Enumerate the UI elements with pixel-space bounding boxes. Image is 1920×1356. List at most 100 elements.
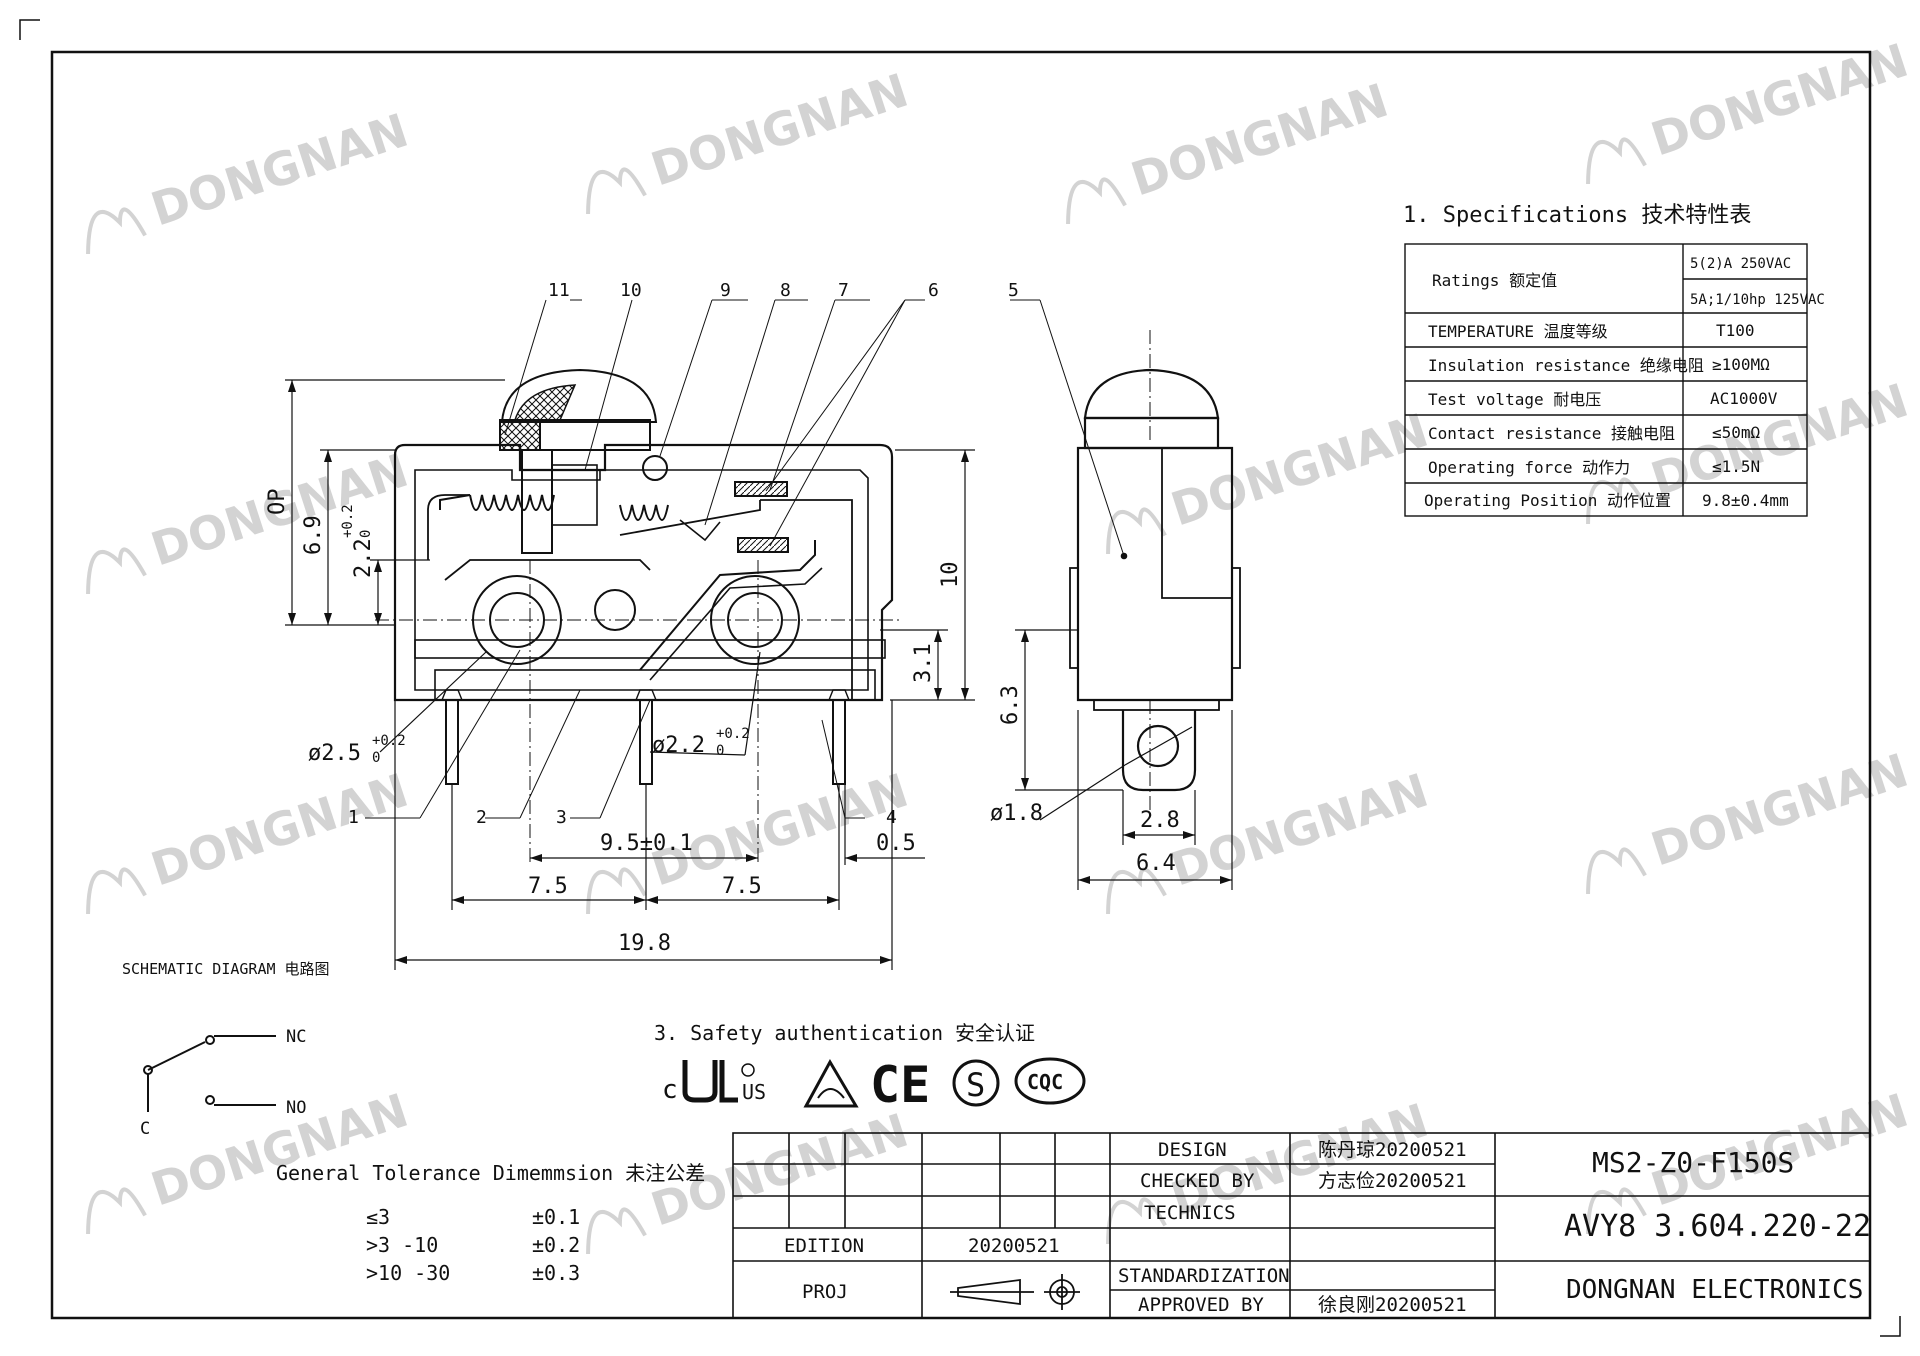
tolerance-value: ±0.3 xyxy=(532,1261,580,1285)
corner-mark-bottom-right xyxy=(1880,1316,1901,1337)
spec-row-value: 9.8±0.4mm xyxy=(1702,491,1789,510)
dim-0-5: 0.5 xyxy=(876,831,916,856)
corner-mark-top-left xyxy=(19,19,40,40)
dim-7-5-right: 7.5 xyxy=(722,874,762,899)
plunger-core xyxy=(551,464,598,526)
arrowheads xyxy=(288,380,1232,964)
spec-row-label: Contact resistance 接触电阻 xyxy=(1428,424,1675,443)
watermark-text: DONGNAN xyxy=(145,763,415,897)
schematic-no-label: NO xyxy=(286,1098,306,1118)
terminal-pin-4 xyxy=(832,699,846,785)
dim-hole-a-tol-upper: +0.2 xyxy=(372,733,406,749)
triangle-mark-icon xyxy=(803,1058,859,1108)
dimension-lines xyxy=(285,379,1233,970)
design-label: DESIGN xyxy=(1158,1139,1227,1161)
diagonal-lever xyxy=(639,540,816,671)
dim-6-4: 6.4 xyxy=(1136,851,1176,876)
terminal-pin-1 xyxy=(445,699,459,785)
dim-2-8: 2.8 xyxy=(1140,808,1180,833)
watermark-text: DONGNAN xyxy=(1125,73,1395,207)
callout-6: 6 xyxy=(928,280,939,301)
cqc-mark-icon: CQC xyxy=(1014,1057,1086,1105)
callout-numbers: 11 10 9 8 7 6 5 1 2 3 4 xyxy=(348,280,1019,828)
mounting-hole-right-inner xyxy=(727,592,783,648)
spec-heading: 1. Specifications 技术特性表 xyxy=(1403,203,1751,228)
s-mark-text: S xyxy=(966,1066,985,1104)
spec-row-value: ≤50mΩ xyxy=(1712,423,1761,442)
drawing-number: AVY8 3.604.220-22 xyxy=(1564,1209,1871,1244)
callout-9: 9 xyxy=(720,280,731,301)
design-value: 陈丹琼20200521 xyxy=(1318,1139,1467,1161)
lower-contact-hatch xyxy=(737,537,789,553)
dim-9-5: 9.5±0.1 xyxy=(600,831,693,856)
watermark-text: DONGNAN xyxy=(145,103,415,237)
spec-row-label: TEMPERATURE 温度等级 xyxy=(1428,322,1608,341)
title-block-text: DESIGN 陈丹琼20200521 CHECKED BY 方志俭2020052… xyxy=(784,1139,1871,1316)
proj-label: PROJ xyxy=(802,1281,848,1303)
schematic-diagram xyxy=(143,1035,276,1112)
side-right-rib xyxy=(1231,567,1241,669)
callout-7: 7 xyxy=(838,280,849,301)
checked-label: CHECKED BY xyxy=(1140,1170,1255,1192)
watermark-logo-icon: DONGNAN xyxy=(1106,763,1434,914)
callout-1: 1 xyxy=(348,807,359,828)
dim-hole-b-tol-upper: +0.2 xyxy=(716,726,750,742)
callout-4: 4 xyxy=(886,807,897,828)
side-base-strip xyxy=(1093,699,1220,711)
edition-value: 20200521 xyxy=(968,1235,1060,1257)
terminal-pin-4-bevel xyxy=(828,689,850,701)
callout-11: 11 xyxy=(548,280,570,301)
side-terminal-hole xyxy=(1136,724,1180,768)
watermark-text: DONGNAN xyxy=(645,63,915,197)
watermark-logo-icon: DONGNAN xyxy=(1066,73,1395,224)
watermark-logo-icon: DONGNAN xyxy=(1586,743,1915,894)
roller-pin xyxy=(642,455,668,481)
side-actuator-stem xyxy=(1083,416,1220,450)
watermark-logo-icon: DONGNAN xyxy=(586,63,915,214)
callout-leaders xyxy=(365,299,1125,819)
tolerance-value: ±0.2 xyxy=(532,1233,580,1257)
spring-icon xyxy=(439,494,669,521)
callout-3: 3 xyxy=(556,807,567,828)
callout-8: 8 xyxy=(780,280,791,301)
watermark-text: DONGNAN xyxy=(1165,403,1435,537)
ce-mark-icon: CE xyxy=(870,1056,930,1114)
terminal-frame xyxy=(427,494,470,560)
ce-text: CE xyxy=(870,1056,930,1114)
watermark-logo-icon: DONGNAN xyxy=(86,103,415,254)
watermark-logo-icon: DONGNAN xyxy=(1106,403,1435,554)
approved-label: APPROVED BY xyxy=(1138,1294,1264,1316)
side-actuator-dome xyxy=(1083,368,1220,420)
company-name: DONGNAN ELECTRONICS xyxy=(1566,1275,1863,1305)
base-plate xyxy=(434,669,876,701)
dim-hole-b-tol-lower: 0 xyxy=(716,743,724,759)
dim-hole-a-tol-lower: 0 xyxy=(372,750,380,766)
tolerance-range: >10 -30 xyxy=(366,1261,450,1285)
front-view xyxy=(393,368,894,785)
ul-mark-icon: c US xyxy=(662,1060,766,1105)
dim-hole-b: ø2.2 xyxy=(652,733,705,758)
dim-10: 10 xyxy=(938,562,963,589)
tolerance-range: ≤3 xyxy=(366,1205,390,1229)
actuator-cap-hatch xyxy=(513,384,577,421)
watermark-text: DONGNAN xyxy=(145,1083,415,1217)
terminal-pin-3 xyxy=(639,699,653,785)
model-number: MS2-Z0-F150S xyxy=(1592,1146,1794,1179)
tolerance-range: >3 -10 xyxy=(366,1233,438,1257)
ul-c-text: c xyxy=(662,1075,678,1105)
spec-row-value: AC1000V xyxy=(1710,389,1778,408)
spec-row-value: T100 xyxy=(1716,321,1755,340)
dim-2-2-tol-lower: 0 xyxy=(358,530,374,538)
dim-6-9: 6.9 xyxy=(301,515,326,555)
dim-hole-a: ø2.5 xyxy=(308,741,361,766)
schematic-c-label: C xyxy=(140,1119,150,1139)
approved-value: 徐良刚20200521 xyxy=(1318,1294,1467,1316)
watermark-text: DONGNAN xyxy=(1645,373,1915,507)
spec-row-label: Insulation resistance 绝缘电阻 xyxy=(1428,356,1704,375)
dimension-texts: OP 6.9 2.2 +0.2 0 10 3.1 6.3 ø2.5 +0.2 0… xyxy=(265,489,1180,957)
watermark-text: DONGNAN xyxy=(1645,743,1915,877)
edition-label: EDITION xyxy=(784,1235,864,1257)
tolerance-title: General Tolerance Dimemmsion 未注公差 xyxy=(276,1161,705,1185)
diagonal-lever-2 xyxy=(649,567,823,681)
